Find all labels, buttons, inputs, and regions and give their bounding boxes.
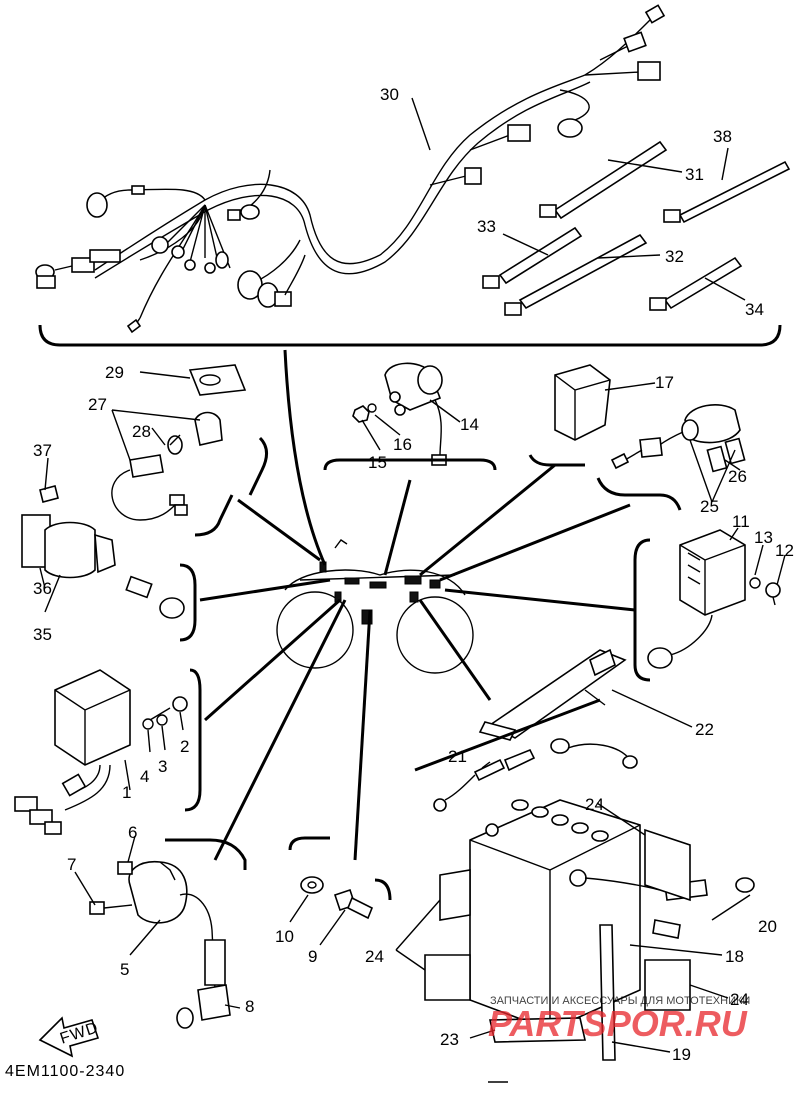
- callout-14: 14: [460, 415, 479, 434]
- callout-22: 22: [695, 720, 714, 739]
- main-switch-group: [21, 485, 197, 642]
- ignition-coil-group: [89, 838, 247, 1029]
- callout-labels: 1 2 3 4 5 6 7 8 9 10 11 12 13 14 15 16 1…: [33, 85, 794, 1064]
- callout-34: 34: [745, 300, 764, 319]
- callout-38: 38: [713, 127, 732, 146]
- callout-37: 37: [33, 441, 52, 460]
- callout-33: 33: [477, 217, 496, 236]
- drawing-code: 4EM1100-2340: [5, 1063, 125, 1080]
- callout-12: 12: [775, 541, 794, 560]
- battery-band-group: [414, 648, 638, 812]
- leader-lines: [199, 349, 636, 861]
- callout-31: 31: [685, 165, 704, 184]
- callout-24-top: 24: [585, 795, 604, 814]
- callout-24-left: 24: [365, 947, 384, 966]
- watermark-brand: PARTSPOR.RU: [488, 1003, 748, 1044]
- watermark-caption: ЗАПЧАСТИ И АКСЕССУАРЫ ДЛЯ МОТОТЕХНИКИ: [490, 995, 750, 1007]
- callout-36: 36: [33, 579, 52, 598]
- callout-7: 7: [67, 855, 76, 874]
- fwd-arrow: FWD: [38, 1016, 101, 1058]
- callout-11: 11: [732, 512, 750, 531]
- bolt-group: [288, 836, 392, 920]
- callout-8: 8: [245, 997, 254, 1016]
- harness-brace: [38, 324, 782, 347]
- callout-6: 6: [128, 823, 137, 842]
- watermark: ЗАПЧАСТИ И АКСЕССУАРЫ ДЛЯ МОТОТЕХНИКИ PA…: [488, 995, 750, 1044]
- callout-leaders: [39, 97, 786, 1053]
- frame-center: [276, 539, 474, 674]
- callout-16: 16: [393, 435, 412, 454]
- relay-group: [528, 364, 611, 467]
- callout-24-right: 24: [730, 990, 749, 1009]
- callout-35: 35: [33, 625, 52, 644]
- callout-20: 20: [758, 917, 777, 936]
- callout-28: 28: [132, 422, 151, 441]
- callout-18: 18: [725, 947, 744, 966]
- callout-4: 4: [140, 767, 149, 786]
- cable-ties: [482, 140, 791, 316]
- callout-30: 30: [380, 85, 399, 104]
- callout-21: 21: [448, 747, 467, 766]
- callout-29: 29: [105, 363, 124, 382]
- wire-harness: [35, 4, 666, 334]
- battery-group: [424, 799, 755, 1061]
- callout-1: 1: [122, 783, 131, 802]
- callout-10: 10: [275, 927, 294, 946]
- callout-23: 23: [440, 1030, 459, 1049]
- callout-32: 32: [665, 247, 684, 266]
- callout-2: 2: [180, 737, 189, 756]
- cdi-group: [14, 668, 202, 835]
- callout-26: 26: [728, 467, 747, 486]
- callout-27: 27: [88, 395, 107, 414]
- callout-19: 19: [672, 1045, 691, 1064]
- callout-5: 5: [120, 960, 129, 979]
- callout-25: 25: [700, 497, 719, 516]
- fuse-holder-group: [596, 404, 746, 511]
- callout-17: 17: [655, 373, 674, 392]
- callout-15: 15: [368, 453, 387, 472]
- callout-9: 9: [308, 947, 317, 966]
- grommet-group: [111, 364, 268, 537]
- rectifier-group: [633, 529, 781, 682]
- callout-13: 13: [754, 528, 773, 547]
- callout-3: 3: [158, 757, 167, 776]
- starter-relay-group: [323, 362, 497, 471]
